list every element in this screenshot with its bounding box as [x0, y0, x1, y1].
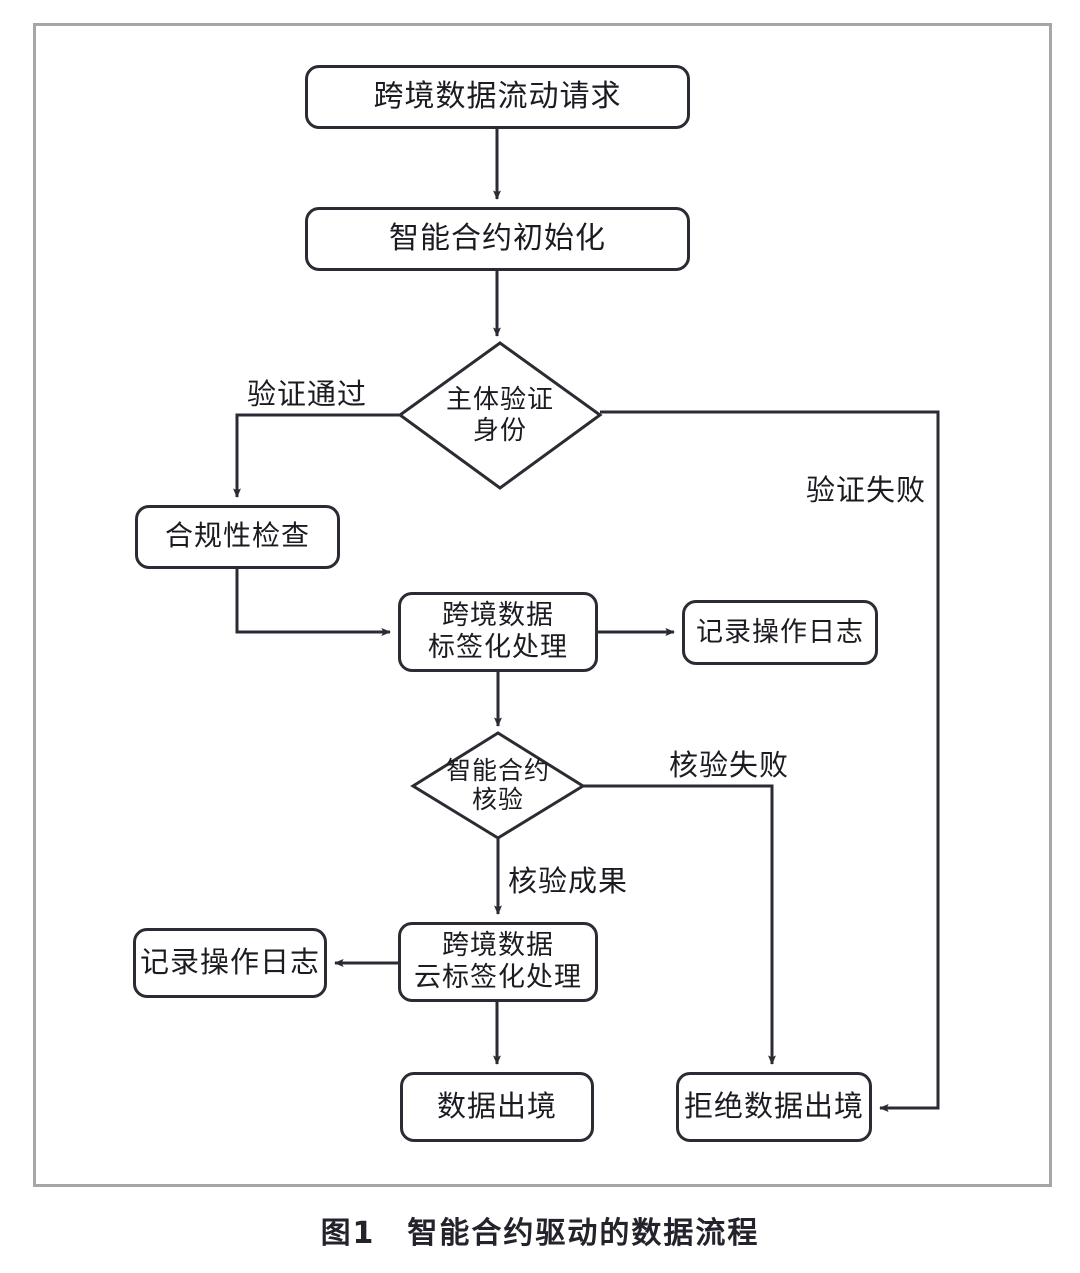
edge-verify-compliance — [233, 413, 400, 498]
edge-contract-reject — [583, 784, 776, 1065]
edge-label-check-fail: 核验失败 — [669, 750, 790, 782]
edge-label-verify-pass: 验证通过 — [247, 379, 368, 411]
node-data-tagging[interactable]: 跨境数据 标签化处理 — [398, 592, 598, 672]
node-contract-check[interactable]: 智能合约 核验 — [445, 757, 550, 815]
edge-compliance-tagging — [235, 569, 391, 636]
figure-caption: 图1 智能合约驱动的数据流程 — [320, 1216, 760, 1251]
verify-diamond-shape — [397, 341, 603, 490]
node-reject-export[interactable]: 拒绝数据出境 — [676, 1072, 872, 1142]
flowchart-connectors — [233, 129, 940, 1112]
node-data-export[interactable]: 数据出境 — [400, 1072, 594, 1142]
edge-label-verify-fail: 验证失败 — [806, 475, 927, 507]
edge-verify-reject — [600, 410, 940, 1112]
node-request[interactable]: 跨境数据流动请求 — [305, 65, 690, 129]
node-cloud-tagging[interactable]: 跨境数据 云标签化处理 — [398, 922, 598, 1002]
node-identity-verification[interactable]: 主体验证 身份 — [445, 384, 554, 445]
node-smart-contract-init[interactable]: 智能合约初始化 — [305, 207, 690, 271]
edge-label-check-success: 核验成果 — [508, 866, 629, 898]
node-log-operation-bottom[interactable]: 记录操作日志 — [133, 928, 327, 998]
node-compliance-check[interactable]: 合规性检查 — [135, 505, 340, 569]
node-log-operation-top[interactable]: 记录操作日志 — [682, 600, 878, 665]
contract-diamond-shape — [410, 731, 586, 840]
